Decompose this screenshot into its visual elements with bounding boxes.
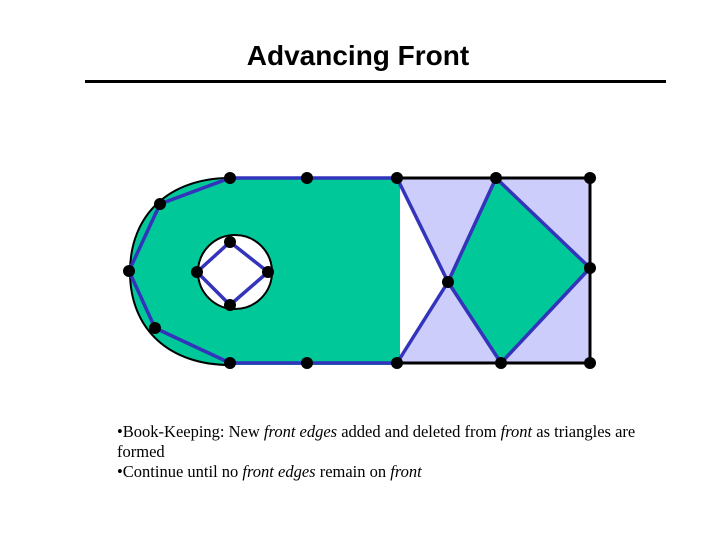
node: [301, 172, 313, 184]
title-underline: [85, 80, 666, 83]
unmeshed-triangle-top-left: [397, 178, 496, 282]
slide-title: Advancing Front: [246, 40, 470, 71]
node: [301, 357, 313, 369]
node: [584, 357, 596, 369]
node: [584, 262, 596, 274]
node: [262, 266, 274, 278]
node: [490, 172, 502, 184]
node: [224, 299, 236, 311]
meshed-diamond: [448, 178, 590, 363]
node: [391, 172, 403, 184]
node: [154, 198, 166, 210]
node: [224, 357, 236, 369]
node: [584, 172, 596, 184]
node: [391, 357, 403, 369]
bullet-continue: •Continue until no front edges remain on…: [117, 462, 422, 481]
mesh-nodes: [123, 172, 596, 369]
node: [123, 265, 135, 277]
node: [495, 357, 507, 369]
bullet-book-keeping: •Book-Keeping: New front edges added and…: [117, 422, 636, 461]
bullet-notes: •Book-Keeping: New front edges added and…: [117, 422, 637, 482]
node: [442, 276, 454, 288]
node: [224, 172, 236, 184]
node: [224, 236, 236, 248]
node: [149, 322, 161, 334]
node: [191, 266, 203, 278]
unmeshed-triangle-bottom-left: [397, 282, 501, 363]
